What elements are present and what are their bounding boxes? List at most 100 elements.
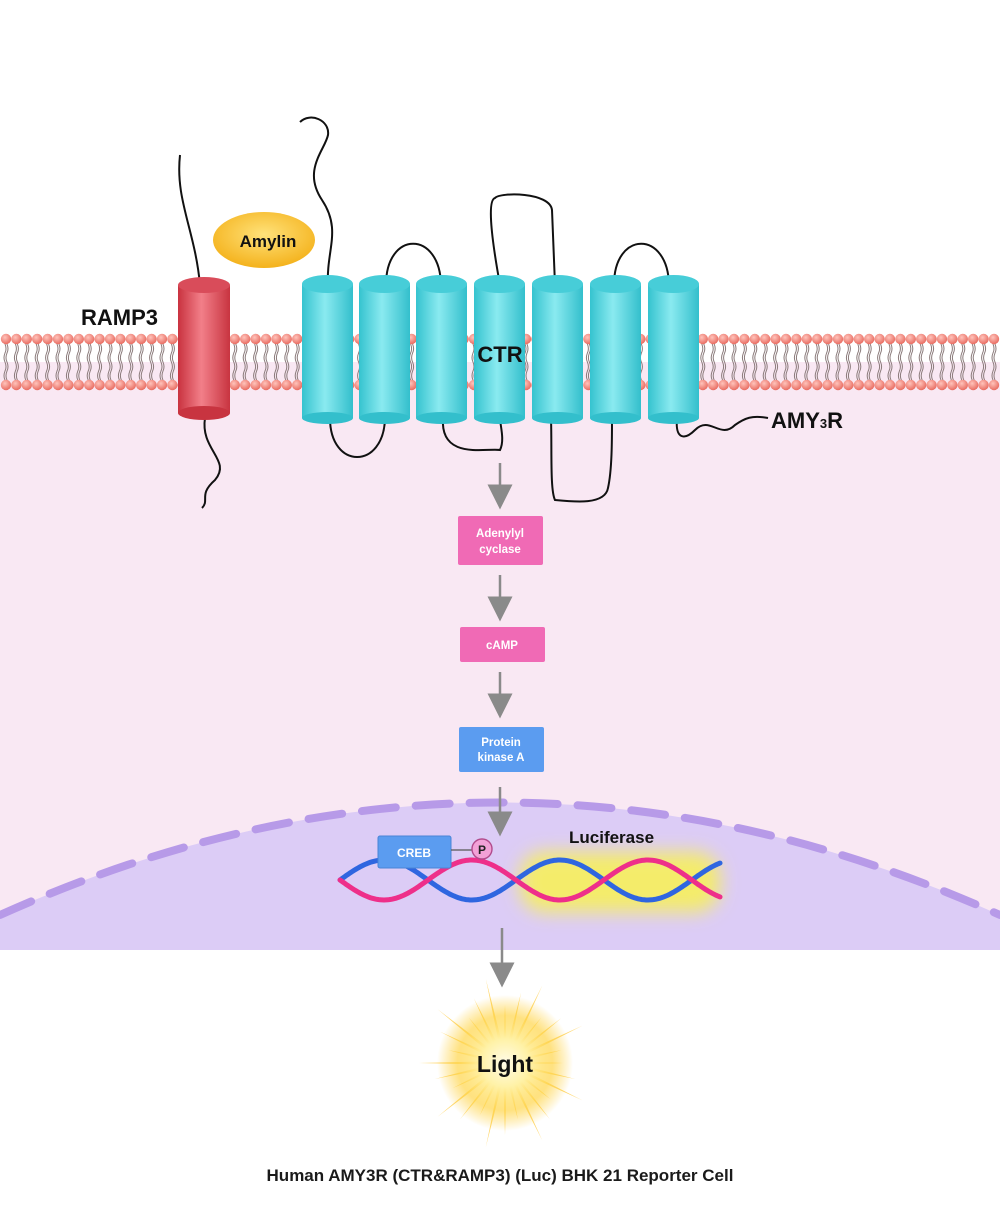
lipid-head [21,379,32,391]
lipid-head [832,379,844,391]
light-core [437,995,573,1131]
lipid-head [271,379,282,391]
lipid-head [895,333,906,345]
lipid-head [728,333,740,345]
lipid-head [853,379,864,391]
lipid-head [905,379,916,391]
lipid-head [63,333,74,345]
lipid-head [292,379,303,391]
lipid-head [874,379,885,391]
figure-caption: Human AMY3R (CTR&RAMP3) (Luc) BHK 21 Rep… [266,1166,734,1185]
adenylyl-label-2: cyclase [479,544,521,556]
camp-label: cAMP [486,640,518,652]
lipid-head [947,379,958,391]
lipid-head [978,333,989,345]
lipid-head [52,379,64,391]
lipid-head [780,333,792,345]
creb-box: CREB [377,835,452,869]
lipid-head [281,379,292,391]
lipid-head [156,379,168,391]
lipid-head [864,379,875,391]
lipid-head [801,379,812,391]
lipid-head [780,379,792,391]
lipid-head [832,333,844,345]
creb-label: CREB [397,846,431,860]
lipid-head [11,333,22,345]
amy3r-label-subscript: 3 [820,416,827,431]
lipid-head [136,333,147,345]
lipid-head [864,333,875,345]
lipid-head [0,379,12,391]
protein-kinase-a-box: Protein kinase A [459,727,544,772]
lipid-head [260,379,272,391]
ctr-helix [532,275,583,424]
ramp3-label: RAMP3 [81,305,158,330]
lipid-head [968,379,979,391]
ctr-helix [359,275,410,424]
lipid-head [281,333,292,345]
lipid-head [94,379,105,391]
camp-box: cAMP [460,627,545,662]
lipid-head [32,379,43,391]
lipid-head [167,379,178,391]
lipid-head [125,379,136,391]
lipid-head [822,333,833,345]
lipid-head [936,379,948,391]
lipid-head [895,379,906,391]
lipid-head [94,333,105,345]
phospho-label: P [478,843,486,857]
adenylyl-label-1: Adenylyl [476,528,524,540]
lipid-head [749,333,760,345]
ctr-loops [299,116,769,503]
ctr-receptor [302,275,699,424]
ramp3-c-terminus [201,417,222,509]
lipid-head [843,333,854,345]
luciferase-label: Luciferase [569,828,654,847]
lipid-head [884,379,896,391]
lipid-head [884,333,896,345]
lipid-head [770,333,781,345]
lipid-head [697,379,708,391]
lipid-head [73,333,85,345]
lipid-head [812,379,823,391]
lipid-head [905,333,916,345]
lipid-head [292,333,303,345]
lipid-head [84,379,95,391]
light-label: Light [477,1051,534,1077]
ctr-helix [416,275,467,424]
lipid-head [968,333,979,345]
lipid-head [125,333,136,345]
lipid-head [739,379,750,391]
lipid-head [718,333,729,345]
ctr-helix [648,275,699,424]
light-burst: Light [419,979,583,1147]
lipid-head [728,379,740,391]
lipid-head [822,379,833,391]
lipid-head [240,333,251,345]
lipid-head [988,333,1000,345]
lipid-head [978,379,989,391]
amylin-ligand [213,212,315,268]
lipid-head [21,333,32,345]
lipid-head [136,379,147,391]
lipid-head [926,379,937,391]
amylin-label: Amylin [240,232,297,251]
ctr-helix [302,275,353,424]
lipid-head [11,379,22,391]
lipid-head [167,333,178,345]
dna-strand [337,857,723,903]
lipid-head [156,333,168,345]
lipid-head [916,379,927,391]
lipid-head [791,379,802,391]
lipid-head [697,333,708,345]
lipid-head [957,333,968,345]
lipid-head [146,333,157,345]
ctr-label: CTR [477,342,522,367]
lipid-head [791,333,802,345]
lipid-head [801,333,812,345]
lipid-head [926,333,937,345]
lipid-head [42,379,53,391]
ramp3-n-terminus [178,154,201,286]
